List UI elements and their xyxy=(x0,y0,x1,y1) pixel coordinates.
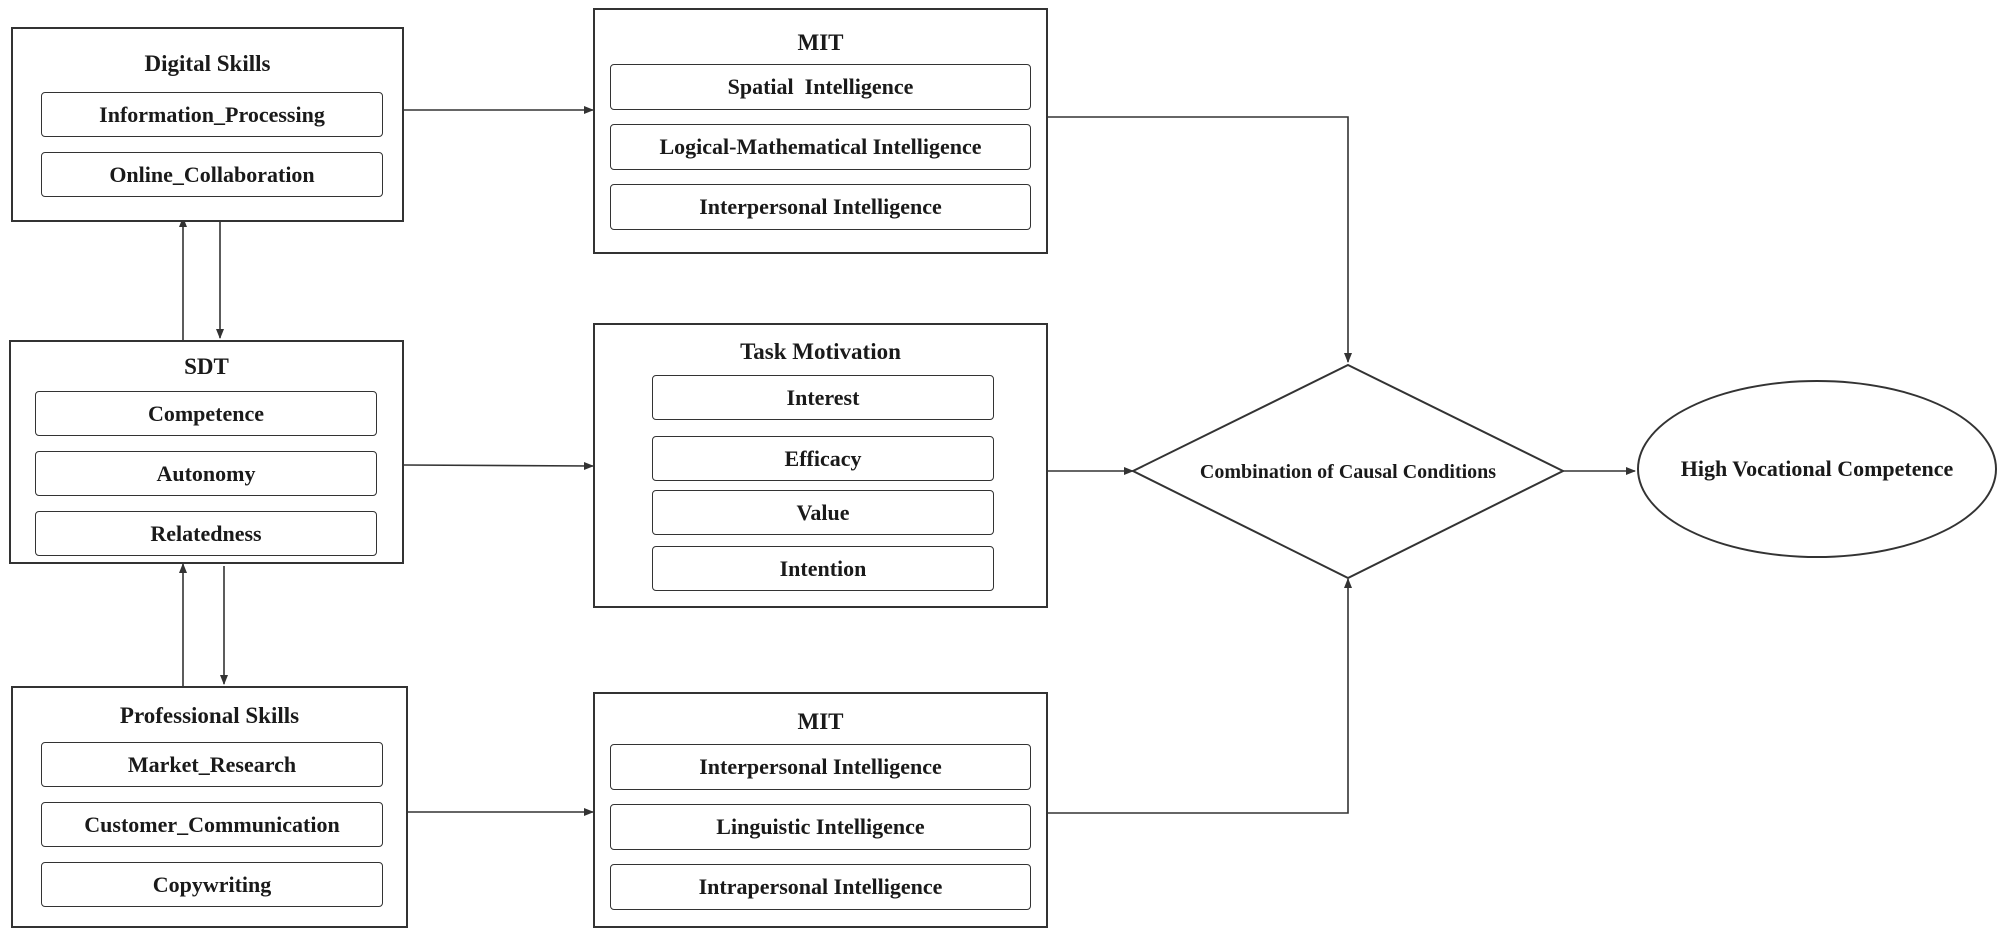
mit-top-group: MIT Spatial Intelligence Logical-Mathema… xyxy=(593,8,1048,254)
item-intrapersonal-intelligence: Intrapersonal Intelligence xyxy=(610,864,1031,910)
sdt-title: SDT xyxy=(184,354,229,379)
arrow-sdt-to-task-motivation xyxy=(403,461,594,470)
item-interest: Interest xyxy=(652,375,994,420)
item-logical-mathematical-intelligence: Logical-Mathematical Intelligence xyxy=(610,124,1031,170)
item-spatial-intelligence: Spatial Intelligence xyxy=(610,64,1031,110)
arrow-mit-top-to-decision xyxy=(1048,116,1352,363)
item-competence: Competence xyxy=(35,391,377,436)
item-customer-communication: Customer_Communication xyxy=(41,802,383,847)
item-relatedness: Relatedness xyxy=(35,511,377,556)
mit-top-title: MIT xyxy=(797,30,844,55)
decision-diamond xyxy=(1130,363,1566,580)
item-information-processing: Information_Processing xyxy=(41,92,383,137)
item-copywriting: Copywriting xyxy=(41,862,383,907)
item-value: Value xyxy=(652,490,994,535)
task-motivation-group: Task Motivation Interest Efficacy Value … xyxy=(593,323,1048,608)
item-interpersonal-intelligence-bottom: Interpersonal Intelligence xyxy=(610,744,1031,790)
item-autonomy: Autonomy xyxy=(35,451,377,496)
item-online-collaboration: Online_Collaboration xyxy=(41,152,383,197)
sdt-group: SDT Competence Autonomy Relatedness xyxy=(9,340,404,564)
item-market-research: Market_Research xyxy=(41,742,383,787)
item-interpersonal-intelligence-top: Interpersonal Intelligence xyxy=(610,184,1031,230)
item-intention: Intention xyxy=(652,546,994,591)
professional-skills-group: Professional Skills Market_Research Cust… xyxy=(11,686,408,928)
outcome-label: High Vocational Competence xyxy=(1680,456,1954,481)
digital-skills-title: Digital Skills xyxy=(144,51,271,76)
decision-label: Combination of Causal Conditions xyxy=(1199,461,1497,483)
mit-bottom-title: MIT xyxy=(797,709,844,734)
outcome-ellipse: High Vocational Competence xyxy=(1637,380,1997,558)
digital-skills-group: Digital Skills Information_Processing On… xyxy=(11,27,404,222)
mit-bottom-group: MIT Interpersonal Intelligence Linguisti… xyxy=(593,692,1048,928)
arrow-mit-bottom-to-decision xyxy=(1048,578,1352,814)
professional-skills-title: Professional Skills xyxy=(119,703,300,728)
item-efficacy: Efficacy xyxy=(652,436,994,481)
item-linguistic-intelligence: Linguistic Intelligence xyxy=(610,804,1031,850)
task-motivation-title: Task Motivation xyxy=(740,339,901,364)
